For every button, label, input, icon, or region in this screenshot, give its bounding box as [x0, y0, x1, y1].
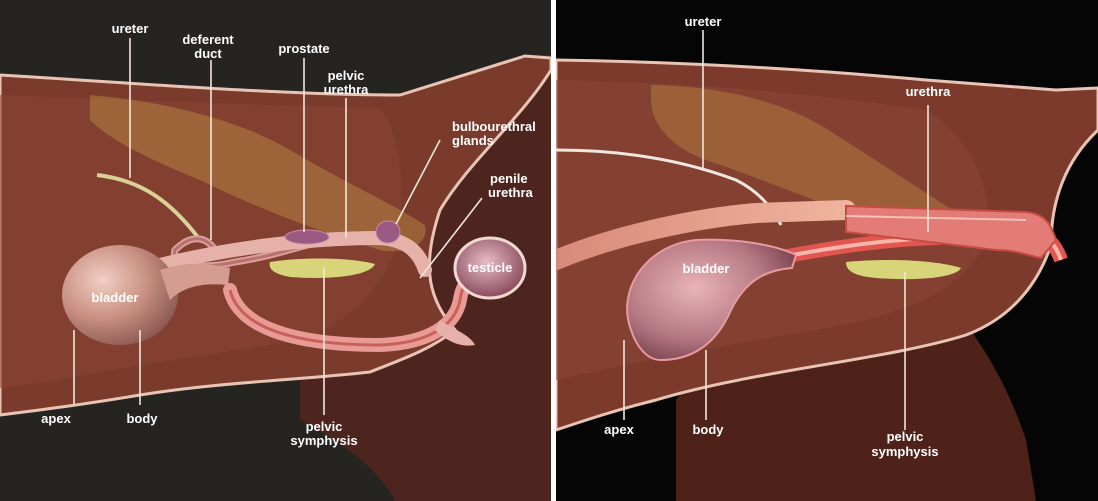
label-body-right: body: [692, 422, 724, 437]
label-duct: duct: [194, 46, 222, 61]
label-deferent: deferent: [182, 32, 234, 47]
label-symphysis: symphysis: [290, 433, 357, 448]
label-prostate: prostate: [278, 41, 329, 56]
female-anatomy-diagram: ureter urethra bladder apex body pelvic …: [556, 0, 1098, 501]
label-pelvic-right: pelvic: [887, 429, 924, 444]
label-apex-right: apex: [604, 422, 634, 437]
label-apex: apex: [41, 411, 71, 426]
label-urethra: urethra: [906, 84, 952, 99]
left-bulbourethral-glands: [376, 221, 400, 243]
label-pelvic-2: pelvic: [306, 419, 343, 434]
label-penile-urethra: urethra: [488, 185, 534, 200]
label-testicle: testicle: [468, 260, 513, 275]
label-bladder-right: bladder: [683, 261, 730, 276]
label-symphysis-right: symphysis: [871, 444, 938, 459]
male-anatomy-diagram: ureter deferent duct prostate pelvic ure…: [0, 0, 551, 501]
label-glands: glands: [452, 133, 494, 148]
left-prostate: [285, 230, 329, 244]
male-anatomy-panel: ureter deferent duct prostate pelvic ure…: [0, 0, 551, 501]
female-anatomy-panel: ureter urethra bladder apex body pelvic …: [556, 0, 1098, 501]
label-body: body: [126, 411, 158, 426]
label-bladder: bladder: [92, 290, 139, 305]
label-bulbourethral: bulbourethral: [452, 119, 536, 134]
label-penile: penile: [490, 171, 528, 186]
label-ureter: ureter: [112, 21, 149, 36]
label-pelvic-urethra: urethra: [324, 82, 370, 97]
label-pelvic: pelvic: [328, 68, 365, 83]
label-ureter-right: ureter: [685, 14, 722, 29]
